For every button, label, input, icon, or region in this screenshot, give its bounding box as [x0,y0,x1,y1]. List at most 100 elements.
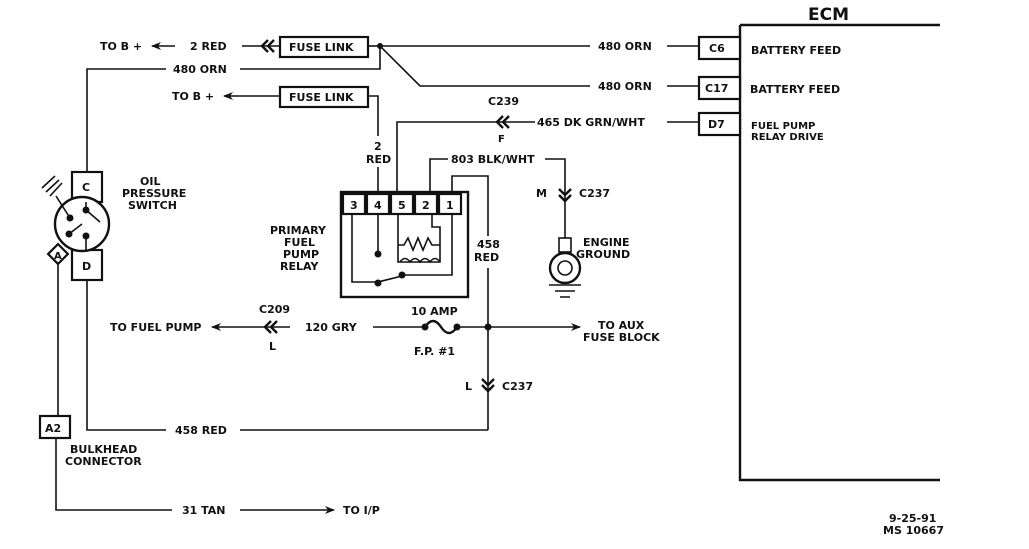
wire-120-gry-label: 120 GRY [305,321,358,334]
wire-458-red-bottom-label: 458 RED [175,424,227,437]
wire-31-tan-a [55,438,172,511]
switch-terminal-c-label: C [82,181,90,194]
ecm-title: ECM [808,5,849,25]
wire-458-label: 458 [477,238,500,251]
ground-label-1: ENGINE [583,236,630,249]
fuse-link-1-label: FUSE LINK [289,41,354,54]
relay-terminal-4-label: 4 [374,199,382,212]
switch-ground-hatch-icon [41,175,63,197]
ground-icon [549,284,581,298]
c237-lower-label: C237 [502,380,533,393]
ground-ring-inner [557,260,573,276]
switch-terminal-a-label: A [54,251,62,262]
ground-section: 803 BLK/WHT M C237 ENGINE GROUND [429,153,630,298]
wire-803-b [545,158,566,238]
c209-label: C209 [259,303,290,316]
wire-480-orn-c17-label: 480 ORN [598,80,652,93]
wire-803-label: 803 BLK/WHT [451,153,535,166]
footer-ref: MS 10667 [883,524,944,537]
relay-contact-nc-wire [402,214,453,276]
relay-terminal-2 [413,192,439,216]
relay-terminal-1-label: 1 [446,199,454,212]
relay-switch-arm [377,275,403,283]
ecm-pin-c6-label: C6 [709,42,725,55]
ground-lug [558,237,572,253]
c237-upper-pin-label: M [536,187,547,200]
relay-terminal-5 [389,192,415,216]
wire-458-red-section: 458 RED L C237 458 RED [86,175,533,437]
fuse-link-section: TO B + 2 RED FUSE LINK 480 ORN 480 ORN 4… [86,35,699,193]
to-aux-label-2: FUSE BLOCK [583,331,660,344]
wire-480-orn-c17-a [379,45,590,87]
primary-fuel-pump-relay: 3 4 5 2 1 PRIMARY FUEL PUMP RELAY [270,190,470,299]
ecm-pin-c17-label: C17 [705,82,728,95]
wire-2-red-relay-a [368,95,379,136]
relay-terminal-5-label: 5 [398,199,406,212]
to-ip-label: TO I/P [343,504,380,517]
relay-label-1: PRIMARY [270,224,327,237]
ecm-module: ECM C6 BATTERY FEED C17 BATTERY FEED D7 … [697,5,940,482]
ground-label-2: GROUND [576,248,630,261]
relay-label-4: RELAY [280,260,319,273]
c239-pin-label: F [498,134,505,145]
c237-upper-chevron-icon [558,188,572,203]
bulkhead-pin-a2-label: A2 [45,422,61,435]
wire-458-a [451,175,489,236]
relay-terminal-1 [437,192,463,216]
switch-label-2: PRESSURE [122,187,186,200]
c239-label: C239 [488,95,519,108]
to-aux-label-1: TO AUX [598,319,645,332]
c239-chevron-icon [495,115,510,129]
c237-lower-chevron-icon [481,378,495,393]
relay-terminals: 3 4 5 2 1 [341,192,463,216]
ecm-pin-c6 [697,35,742,61]
fuse-link-2 [278,85,370,109]
ecm-pin-c6-function: BATTERY FEED [751,44,841,57]
wire-480-orn-c6-label: 480 ORN [598,40,652,53]
switch-terminal-d [70,248,104,282]
switch-terminal-d-label: D [82,260,91,273]
relay-wire-2-label: 2 [374,140,382,153]
c209-chevron-icon [263,320,278,334]
relay-label-3: PUMP [283,248,319,261]
to-b-plus-label-1: TO B + [100,40,142,53]
ecm-outline [738,25,940,482]
switch-label-3: SWITCH [128,199,177,212]
ecm-pin-d7-function-2: RELAY DRIVE [751,132,824,143]
wire-465-a [396,121,535,193]
footer-date: 9-25-91 [889,512,936,525]
to-b-plus-label-2: TO B + [172,90,214,103]
footer: 9-25-91 MS 10667 [883,512,944,537]
c239-section: C239 F 465 DK GRN/WHT [396,95,699,193]
switch-label-1: OIL [140,175,160,188]
wire-465-label: 465 DK GRN/WHT [537,116,645,129]
wire-803-a [429,158,448,193]
relay-wire-red-label: RED [366,153,391,166]
relay-terminal-2-label: 2 [422,199,430,212]
relay-coil-frame [397,214,441,263]
fuse-link-1 [278,35,370,59]
switch-terminal-a [46,242,70,266]
ecm-pin-c17-function: BATTERY FEED [750,83,840,96]
wire-480-orn-switch-label: 480 ORN [173,63,227,76]
bulkhead-section: A2 BULKHEAD CONNECTOR 31 TAN TO I/P [38,414,380,517]
fuse-name-label: F.P. #1 [414,345,455,358]
wire-31-tan-label: 31 TAN [182,504,226,517]
wire-458-red-bottom-b [86,276,166,431]
bulkhead-label-1: BULKHEAD [70,443,137,456]
wire-2-red-label: 2 RED [190,40,227,53]
wire-458-red-label: RED [474,251,499,264]
relay-contact-common [351,214,378,283]
bulkhead-label-2: CONNECTOR [65,455,142,468]
switch-contacts-wires [55,195,101,250]
fuel-pump-line: TO FUEL PUMP C209 L 120 GRY 10 AMP F.P. … [110,303,660,358]
c237-upper-label: C237 [579,187,610,200]
fuse-rating-label: 10 AMP [411,305,458,318]
ground-ring-outer [548,251,582,285]
c209-pin-label: L [269,340,276,353]
ecm-pin-d7-function-1: FUEL PUMP [751,121,815,132]
relay-terminal-3-label: 3 [350,199,358,212]
fuse-link-2-label: FUSE LINK [289,91,354,104]
ecm-pin-d7 [697,111,742,137]
